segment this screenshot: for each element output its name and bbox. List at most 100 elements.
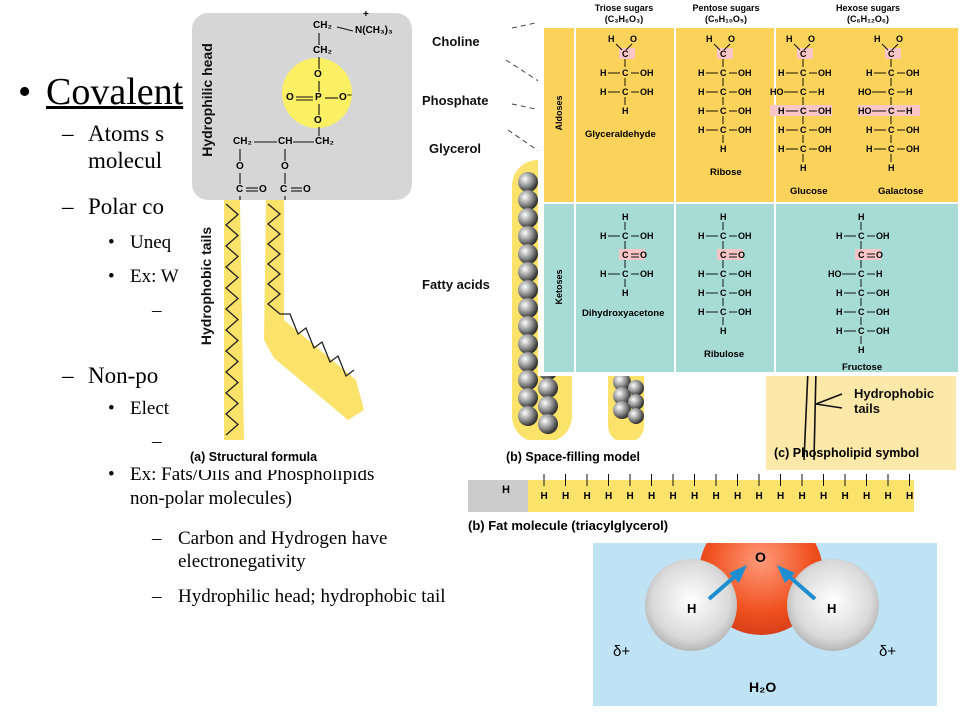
h-atom: H (605, 491, 612, 502)
dash: – (62, 194, 74, 219)
ketoses-label-cell (544, 204, 574, 372)
atom: C (800, 68, 807, 78)
atom-sphere (518, 298, 538, 318)
atom: C (800, 106, 807, 116)
atom: OH (906, 125, 920, 135)
h-atom: H (541, 491, 548, 502)
atom-label: CH₂ (233, 136, 252, 147)
atom: H (622, 212, 629, 222)
atom: H (698, 68, 705, 78)
atom: C (888, 125, 895, 135)
atom-sphere (518, 172, 538, 192)
bond (713, 43, 721, 51)
atom-sphere (518, 406, 538, 426)
highlight (619, 249, 645, 260)
atom-sphere (518, 226, 538, 246)
h-atom: H (906, 491, 913, 502)
bond (723, 43, 731, 51)
dot: • (108, 266, 115, 287)
highlight (619, 48, 635, 59)
atom-label: + (363, 9, 369, 20)
bullet-text: Ex: W (130, 266, 179, 287)
atom: H (906, 87, 913, 97)
bond (615, 43, 623, 51)
dash: – (62, 363, 74, 388)
dash: – (62, 121, 74, 146)
atom: H (876, 269, 883, 279)
callout-lines (505, 21, 541, 153)
atom: H (836, 288, 843, 298)
header-hexose: Hexose sugars (C₆H₁₂O₆) (778, 3, 958, 25)
atom: H (698, 269, 705, 279)
head-structure: CH₂ N(CH₃)₃ + CH₂ O O P O⁻ O CH₂ CH CH₂ … (188, 0, 418, 200)
dash: – (152, 586, 162, 607)
atom: C (800, 125, 807, 135)
h-atom: H (670, 491, 677, 502)
atom: H (866, 68, 873, 78)
atom: H (698, 87, 705, 97)
h-atom: H (820, 491, 827, 502)
slide-title: Covalent (46, 71, 184, 113)
atom-sphere (518, 190, 538, 210)
atom-sphere (518, 334, 538, 354)
atom-sphere (518, 280, 538, 300)
atom: O (728, 34, 735, 44)
atom-sphere (613, 373, 631, 391)
sugar-name-ribulose: Ribulose (704, 349, 745, 360)
atom: C (858, 250, 865, 260)
atom-label: O (236, 161, 244, 172)
highlight (717, 48, 733, 59)
h-atom: H (627, 491, 634, 502)
atom: OH (738, 106, 752, 116)
highlight (885, 48, 901, 59)
atom: C (858, 307, 865, 317)
atom: H (836, 326, 843, 336)
h-atom: H (842, 491, 849, 502)
atom: H (600, 269, 607, 279)
atom: H (600, 68, 607, 78)
atom: H (778, 68, 785, 78)
atom: H (698, 125, 705, 135)
atom: H (818, 87, 825, 97)
atom-label: O (259, 184, 267, 195)
atom-sphere (518, 244, 538, 264)
atom-label: CH₂ (313, 20, 332, 31)
atom: C (622, 68, 629, 78)
atom: H (600, 87, 607, 97)
atom-label: CH (278, 136, 293, 147)
sugar-name-ribose: Ribose (710, 167, 742, 178)
atom: H (622, 288, 629, 298)
atom: O (808, 34, 815, 44)
h-atom: H (885, 491, 892, 502)
bullet-text: Atoms s (88, 121, 165, 146)
glycerol-label: Glycerol (429, 141, 482, 156)
atom: C (858, 326, 865, 336)
atom: C (888, 87, 895, 97)
atom-sphere (538, 378, 558, 398)
atom: H (888, 163, 895, 173)
symbol-tails-label: Hydrophobic tails (854, 386, 935, 416)
atom: OH (876, 307, 890, 317)
atom: C (720, 250, 727, 260)
atom-label: O (314, 115, 322, 126)
atom-label: O (281, 161, 289, 172)
atom: C (888, 68, 895, 78)
atom: OH (738, 87, 752, 97)
bond (793, 43, 801, 51)
oxygen-label: O (755, 549, 766, 565)
bond (803, 43, 811, 51)
atom: C (622, 87, 629, 97)
h-atom: H (777, 491, 784, 502)
hydrogen-left-label: H (687, 601, 697, 616)
h-atom: H (734, 491, 741, 502)
atom: OH (906, 68, 920, 78)
atom-sphere (518, 208, 538, 228)
atom-label: O (314, 69, 322, 80)
atom: HO (828, 269, 842, 279)
atom: OH (876, 288, 890, 298)
atom: C (622, 231, 629, 241)
bond (891, 43, 899, 51)
atom: O (640, 250, 647, 260)
sugar-name-glyceraldehyde: Glyceraldehyde (585, 129, 656, 140)
